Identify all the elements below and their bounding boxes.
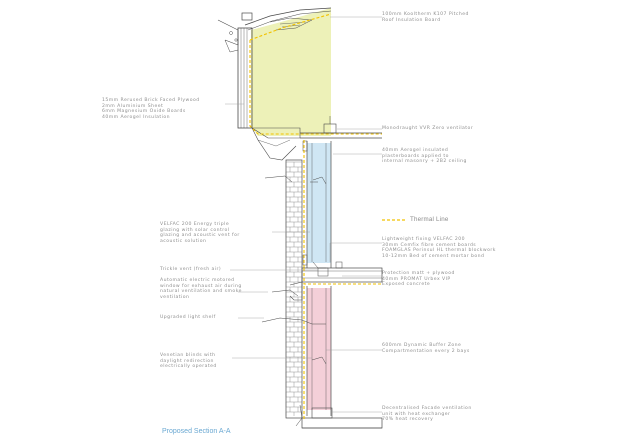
upper-glazing-zone: [307, 143, 331, 263]
dynamic-buffer-zone: [307, 288, 331, 410]
label-line: 10-12mm Bed of cement mortar bond: [382, 253, 485, 259]
label-line: VELFAC 200 Energy triple: [160, 222, 230, 227]
label-line: Upgraded light shelf: [160, 315, 216, 320]
label-line: Automatic electric motored: [160, 278, 235, 283]
label-trickle-vent: Trickle vent (fresh air): [160, 267, 221, 273]
masonry-wall: [285, 159, 303, 419]
label-line: ventilation: [160, 294, 190, 300]
label-line: Lightweight fixing VELFAC 200: [382, 237, 465, 242]
label-line: natural ventilation and smoke: [160, 289, 242, 295]
label-line: Compartmentation every 2 bays: [382, 348, 470, 354]
label-line: daylight redirection: [160, 358, 214, 364]
label-line: glazing and acoustic vent for: [160, 233, 240, 239]
label-light-shelf: Upgraded light shelf: [160, 315, 216, 321]
label-line: Trickle vent (fresh air): [160, 267, 222, 272]
parapet-wall: [237, 27, 253, 129]
label-line: 2mm Aluminium Sheet: [102, 103, 164, 109]
label-line: internal masonry + 2B2 ceiling: [382, 159, 467, 165]
drawing-caption: Proposed Section A-A: [162, 428, 231, 435]
label-line: Decentralised Facade ventilation: [382, 406, 472, 411]
label-line: 70% heat recovery: [382, 417, 434, 423]
label-monodraught: Monodraught VVR Zero ventilator: [382, 126, 473, 132]
leader-lines: [225, 16, 382, 413]
brick-hatch: [285, 161, 302, 416]
label-line: 100mm Kooltherm K107 Pitched: [382, 12, 469, 17]
thermal-line-roof: [249, 40, 382, 135]
label-line: FOAMGLAS Perinsul HL thermal blockwork: [382, 248, 496, 254]
label-line: Roof Insulation Board: [382, 17, 441, 23]
label-line: 30mm Cemfix fibre cement boards: [382, 242, 477, 248]
label-line: 40mm PROMAT Urbex VIP: [382, 276, 451, 282]
label-line: 40mm Aerogel insulated: [382, 148, 449, 153]
label-line: plasterboards applied to: [382, 153, 449, 159]
label-line: window for exhaust air during: [160, 283, 242, 289]
label-line: Protection matt + plywood: [382, 271, 455, 276]
label-line: 15mm Rerused Brick Faced Plywood: [102, 98, 200, 103]
label-line: Exposed concrete: [382, 282, 431, 288]
label-line: Venetian blinds with: [160, 353, 216, 358]
label-line: 6mm Magnesium Oxide Boards: [102, 109, 186, 115]
light-shelf: [261, 317, 303, 323]
label-line: unit with heat exchanger: [382, 411, 451, 417]
label-line: glazing with solar control: [160, 227, 230, 233]
thermal-line-slab: [303, 268, 382, 285]
legend-thermal-line-label: Thermal Line: [410, 216, 449, 223]
label-line: 40mm Aerogel Insulation: [102, 114, 171, 120]
roof-insulation-zone: [251, 8, 331, 136]
label-line: electrically operated: [160, 364, 217, 370]
label-line: Monodraught VVR Zero ventilator: [382, 126, 474, 131]
label-line: 600mm Dynamic Buffer Zone: [382, 343, 462, 348]
label-line: acoustic solution: [160, 238, 207, 244]
roof-outline: [244, 7, 332, 26]
